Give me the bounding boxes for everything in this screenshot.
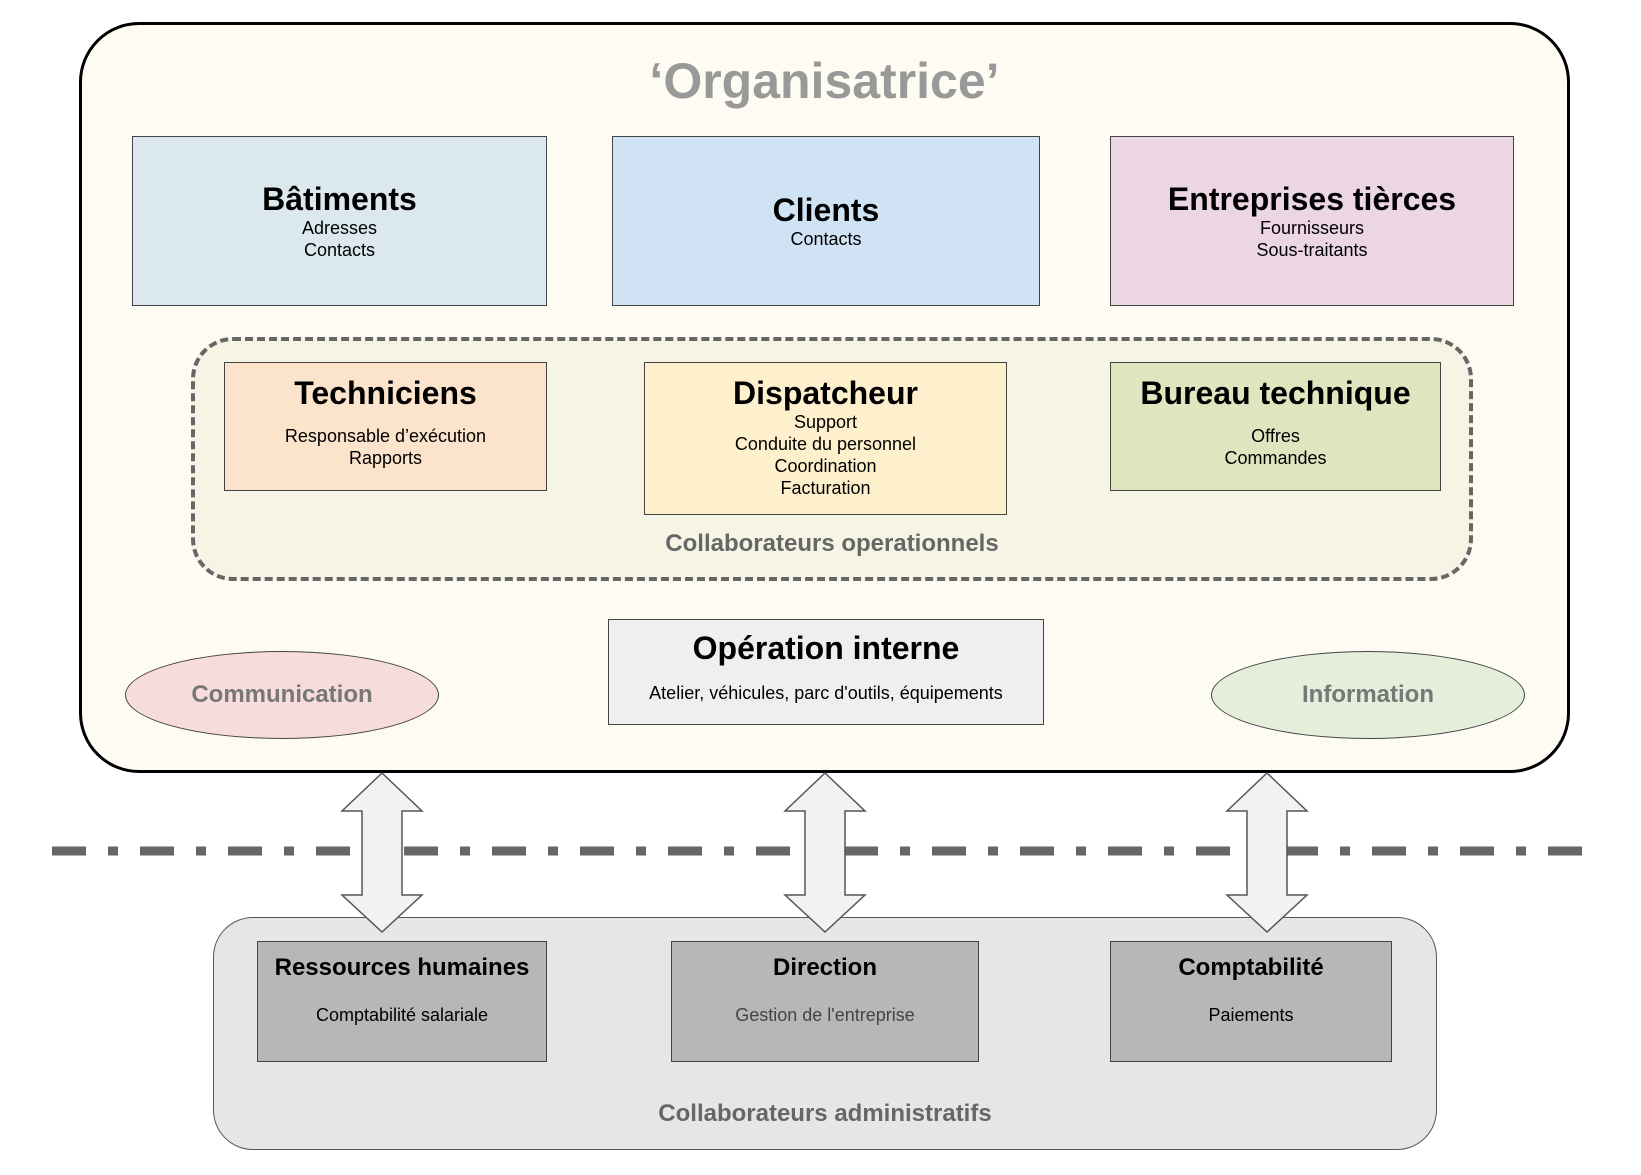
entreprises-line-2: Sous-traitants (1256, 240, 1368, 260)
operation-interne-heading: Opération interne (692, 630, 960, 666)
techniciens-line-1: Responsable d’exécution (284, 426, 487, 446)
dispatcheur-line-1: Support (793, 412, 858, 432)
clients-heading: Clients (772, 192, 880, 228)
ressources-humaines-heading: Ressources humaines (274, 954, 530, 981)
techniciens-line-2: Rapports (348, 448, 423, 468)
operation-interne-line: Atelier, véhicules, parc d'outils, équip… (649, 683, 1003, 703)
comptabilite-line: Paiements (1208, 1005, 1294, 1025)
dispatcheur-line-3: Coordination (774, 456, 877, 476)
batiments-line-1: Adresses (301, 218, 378, 238)
dispatcheur-heading: Dispatcheur (733, 375, 918, 411)
communication-label: Communication (191, 681, 373, 708)
entreprises-line-1: Fournisseurs (1259, 218, 1365, 238)
batiments-heading: Bâtiments (262, 181, 417, 217)
communication-ellipse: Communication (125, 651, 439, 739)
operational-group-label: Collaborateurs operationnels (665, 530, 999, 557)
information-label: Information (1302, 681, 1434, 708)
direction-heading: Direction (772, 954, 877, 981)
diagram-title: ‘Organisatrice’ (649, 53, 1000, 109)
bureau-technique-heading: Bureau technique (1140, 375, 1411, 411)
entreprises-heading: Entreprises tièrces (1167, 181, 1457, 217)
batiments-box: Bâtiments Adresses Contacts (132, 136, 547, 306)
bureau-technique-box: Bureau technique Offres Commandes (1110, 362, 1441, 491)
double-arrow-left (340, 771, 424, 934)
techniciens-heading: Techniciens (294, 375, 477, 411)
dispatcheur-line-2: Conduite du personnel (734, 434, 917, 454)
comptabilite-heading: Comptabilité (1178, 954, 1324, 981)
dispatcheur-box: Dispatcheur Support Conduite du personne… (644, 362, 1007, 515)
clients-line-1: Contacts (790, 229, 862, 249)
operation-interne-box: Opération interne Atelier, véhicules, pa… (608, 619, 1044, 725)
techniciens-box: Techniciens Responsable d’exécution Rapp… (224, 362, 547, 491)
bureau-technique-line-2: Commandes (1224, 448, 1327, 468)
direction-line: Gestion de l'entreprise (735, 1005, 915, 1025)
entreprises-box: Entreprises tièrces Fournisseurs Sous-tr… (1110, 136, 1514, 306)
double-arrow-center (783, 771, 867, 934)
dispatcheur-line-4: Facturation (780, 478, 871, 498)
batiments-line-2: Contacts (303, 240, 376, 260)
administrative-group-label: Collaborateurs administratifs (658, 1100, 992, 1127)
bureau-technique-line-1: Offres (1251, 426, 1300, 446)
direction-box: Direction Gestion de l'entreprise (671, 941, 979, 1062)
ressources-humaines-box: Ressources humaines Comptabilité salaria… (257, 941, 547, 1062)
double-arrow-right (1225, 771, 1309, 934)
comptabilite-box: Comptabilité Paiements (1110, 941, 1392, 1062)
clients-box: Clients Contacts (612, 136, 1040, 306)
ressources-humaines-line: Comptabilité salariale (315, 1005, 489, 1025)
information-ellipse: Information (1211, 651, 1525, 739)
